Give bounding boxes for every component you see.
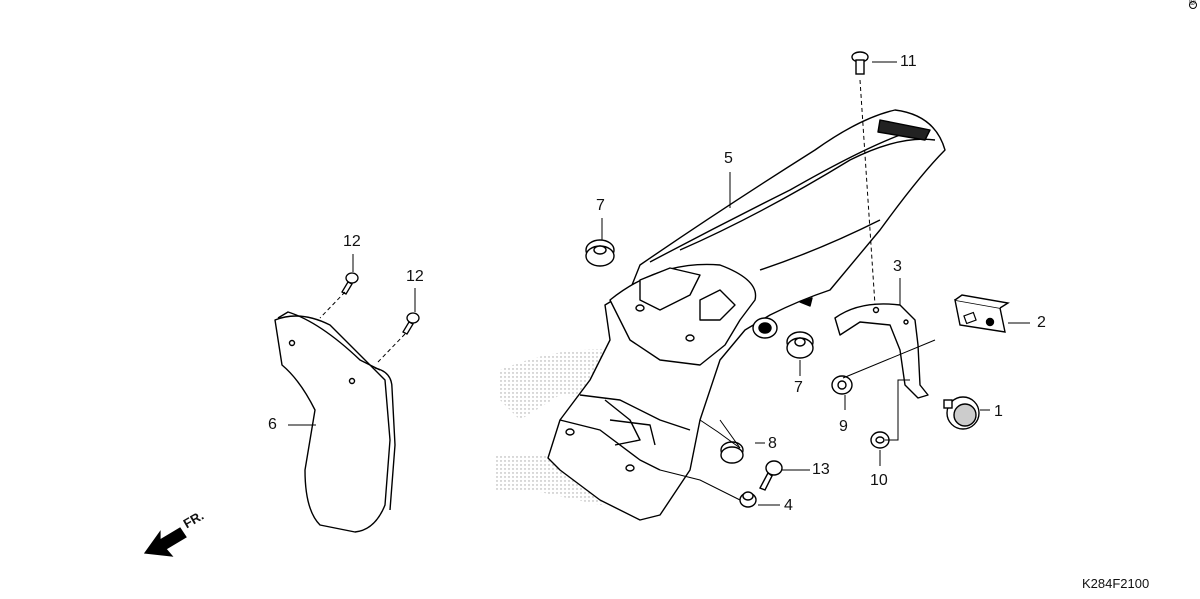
drawing-code: K284F2100: [1082, 576, 1150, 591]
callout-3: 3: [893, 258, 902, 275]
reflector-part-2: [954, 294, 1010, 333]
rear-fender-part-5: [547, 109, 946, 521]
nut-part-8: [720, 441, 744, 464]
callout-13: 13: [812, 461, 830, 478]
side-cover-part-6: [274, 311, 396, 533]
bolt-part-11: [851, 51, 869, 75]
callout-12-upper: 12: [343, 233, 361, 250]
bolt-part-4: [739, 491, 757, 508]
callout-7-lower: 7: [794, 379, 803, 396]
corner-mark-icon: [1189, 1, 1197, 9]
callout-10: 10: [870, 472, 888, 489]
front-direction-arrow: [143, 527, 187, 557]
callout-11: 11: [900, 53, 917, 70]
corner-mark: ©: [1189, 0, 1196, 7]
callout-2: 2: [1037, 314, 1046, 331]
grommet-part-7-upper: [585, 239, 615, 267]
callout-4: 4: [784, 497, 793, 514]
grommet-part-7-lower: [786, 331, 814, 359]
callout-7-upper: 7: [596, 197, 605, 214]
leader-lines: [288, 61, 1030, 506]
nut-part-10: [870, 431, 890, 449]
reflector-part-1: [943, 396, 980, 430]
nut-part-9: [831, 375, 853, 395]
assembly-lines: [319, 79, 876, 363]
callout-9: 9: [839, 418, 848, 435]
callout-12-lower: 12: [406, 268, 424, 285]
callout-6: 6: [268, 416, 277, 433]
callout-5: 5: [724, 150, 733, 167]
callout-8: 8: [768, 435, 777, 452]
bolt-part-13: [759, 460, 783, 491]
bolt-part-2-stud: [963, 311, 977, 325]
screw-part-12-upper: [341, 272, 359, 295]
screw-part-12-lower: [402, 312, 420, 335]
callout-1: 1: [994, 403, 1003, 420]
